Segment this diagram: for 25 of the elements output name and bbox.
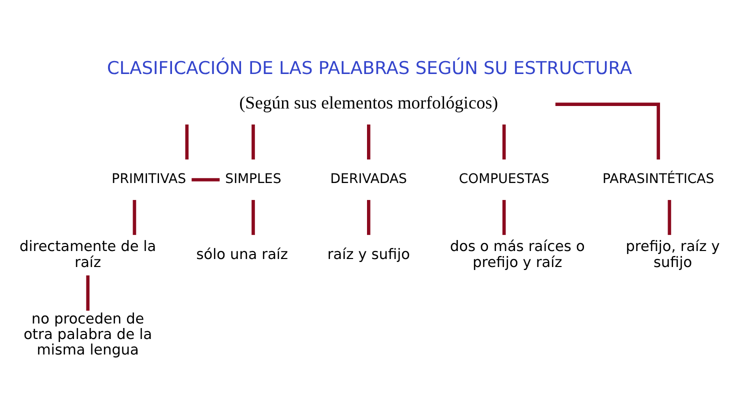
diagram-title: CLASIFICACIÓN DE LAS PALABRAS SEGÚN SU ESTRUCTURA <box>106 59 632 80</box>
connector <box>185 124 189 160</box>
connector <box>86 275 90 311</box>
connector <box>252 124 255 160</box>
node-text: SIMPLES <box>225 172 282 188</box>
node-text: prefijo, raíz y sufijo <box>626 239 720 271</box>
connector <box>668 200 672 235</box>
connector <box>132 200 136 235</box>
node-text: DERIVADAS <box>330 172 408 188</box>
connector <box>502 200 506 235</box>
connector <box>502 124 506 160</box>
node-text: PARASINTÉTICAS <box>602 172 714 188</box>
connector <box>252 200 255 235</box>
connector <box>367 200 370 235</box>
node-text: directamente de la raíz <box>20 239 156 271</box>
node-text: COMPUESTAS <box>458 172 550 188</box>
connector <box>555 102 660 160</box>
connector <box>367 124 370 160</box>
connector <box>192 178 220 182</box>
node-text: PRIMITIVAS <box>112 172 186 188</box>
node-text: sólo una raíz <box>196 247 288 263</box>
node-text: (Según sus elementos morfológicos) <box>239 92 498 112</box>
node-text: no proceden de otra palabra de la misma lengua <box>24 311 152 358</box>
node-text: raíz y sufijo <box>327 247 410 263</box>
node-text: dos o más raíces o prefijo y raíz <box>450 239 585 271</box>
